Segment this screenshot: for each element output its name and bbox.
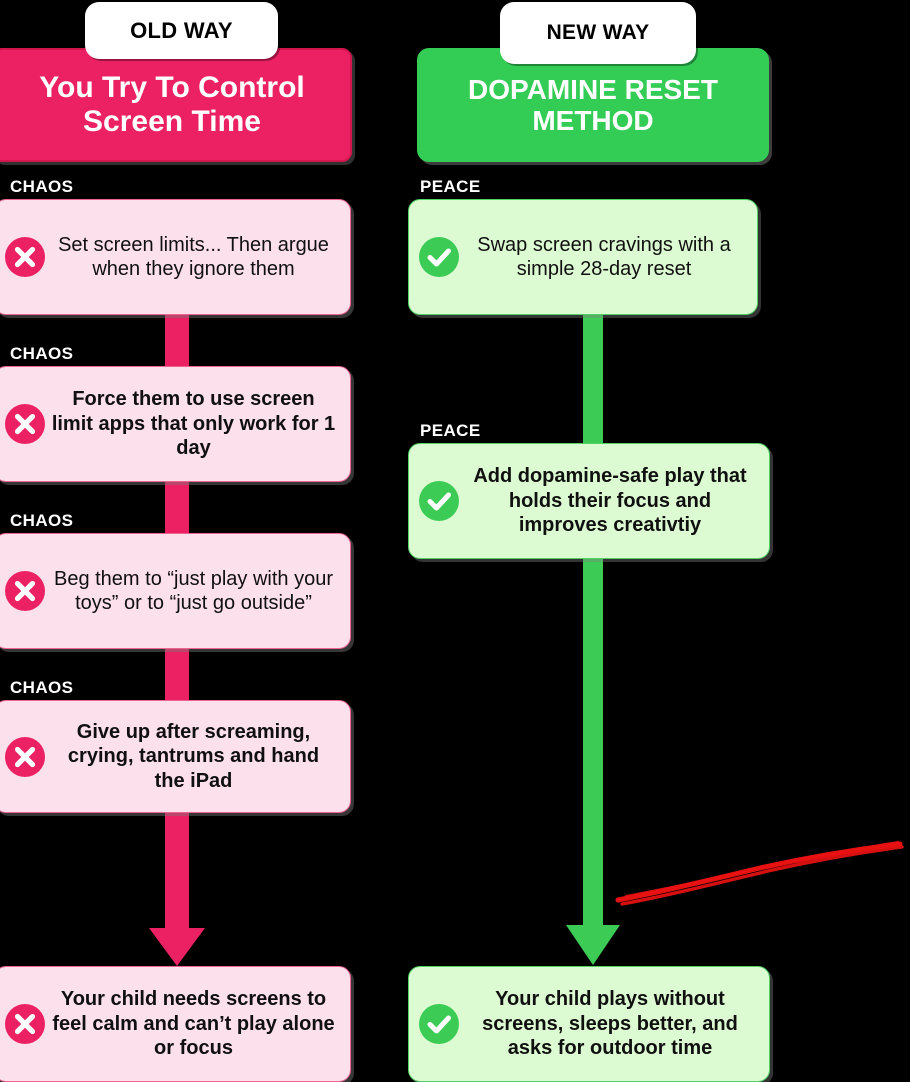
red-annotation-scribble: [615, 840, 904, 906]
step-text: Swap screen cravings with a simple 28-da…: [477, 233, 731, 280]
x-circle-icon: [5, 237, 45, 277]
check-circle-icon: [419, 1004, 459, 1044]
check-circle-icon: [419, 237, 459, 277]
new-way-outcome: Your child plays without screens, sleeps…: [408, 966, 770, 1082]
step-text: Force them to use screen limit apps that…: [51, 388, 336, 460]
x-circle-icon: [5, 1004, 45, 1044]
outcome-text: Your child needs screens to feel calm an…: [52, 988, 335, 1060]
new-way-banner-title: DOPAMINE RESET METHOD: [417, 48, 769, 162]
right-connector-rail: [583, 305, 603, 935]
check-circle-icon: [419, 481, 459, 521]
old-way-step-2: Force them to use screen limit apps that…: [0, 366, 351, 482]
step-text: Give up after screaming, crying, tantrum…: [67, 720, 320, 792]
new-way-pill: NEW WAY: [500, 2, 696, 64]
old-way-step-4: Give up after screaming, crying, tantrum…: [0, 700, 351, 813]
kicker-chaos-3: CHAOS: [10, 511, 74, 530]
old-way-outcome: Your child needs screens to feel calm an…: [0, 966, 351, 1082]
new-way-step-1: Swap screen cravings with a simple 28-da…: [408, 199, 758, 315]
outcome-text: Your child plays without screens, sleeps…: [482, 988, 738, 1060]
x-circle-icon: [5, 736, 45, 777]
kicker-chaos-2: CHAOS: [10, 344, 74, 363]
kicker-peace-1: PEACE: [420, 177, 481, 196]
step-text: Add dopamine-safe play that holds their …: [473, 465, 747, 537]
new-way-step-2: Add dopamine-safe play that holds their …: [408, 443, 770, 559]
old-way-step-3: Beg them to “just play with your toys” o…: [0, 533, 351, 649]
step-text: Beg them to “just play with your toys” o…: [53, 567, 333, 614]
old-way-banner-title: You Try To Control Screen Time: [0, 48, 352, 162]
kicker-chaos-4: CHAOS: [10, 678, 74, 697]
step-text: Set screen limits... Then argue when the…: [58, 233, 329, 280]
left-arrow-head: [149, 928, 205, 966]
right-arrow-head: [566, 925, 620, 965]
old-way-pill: OLD WAY: [85, 2, 278, 59]
kicker-peace-2: PEACE: [420, 421, 481, 440]
kicker-chaos-1: CHAOS: [10, 177, 74, 196]
x-circle-icon: [5, 571, 45, 611]
old-way-step-1: Set screen limits... Then argue when the…: [0, 199, 351, 315]
x-circle-icon: [5, 404, 45, 444]
